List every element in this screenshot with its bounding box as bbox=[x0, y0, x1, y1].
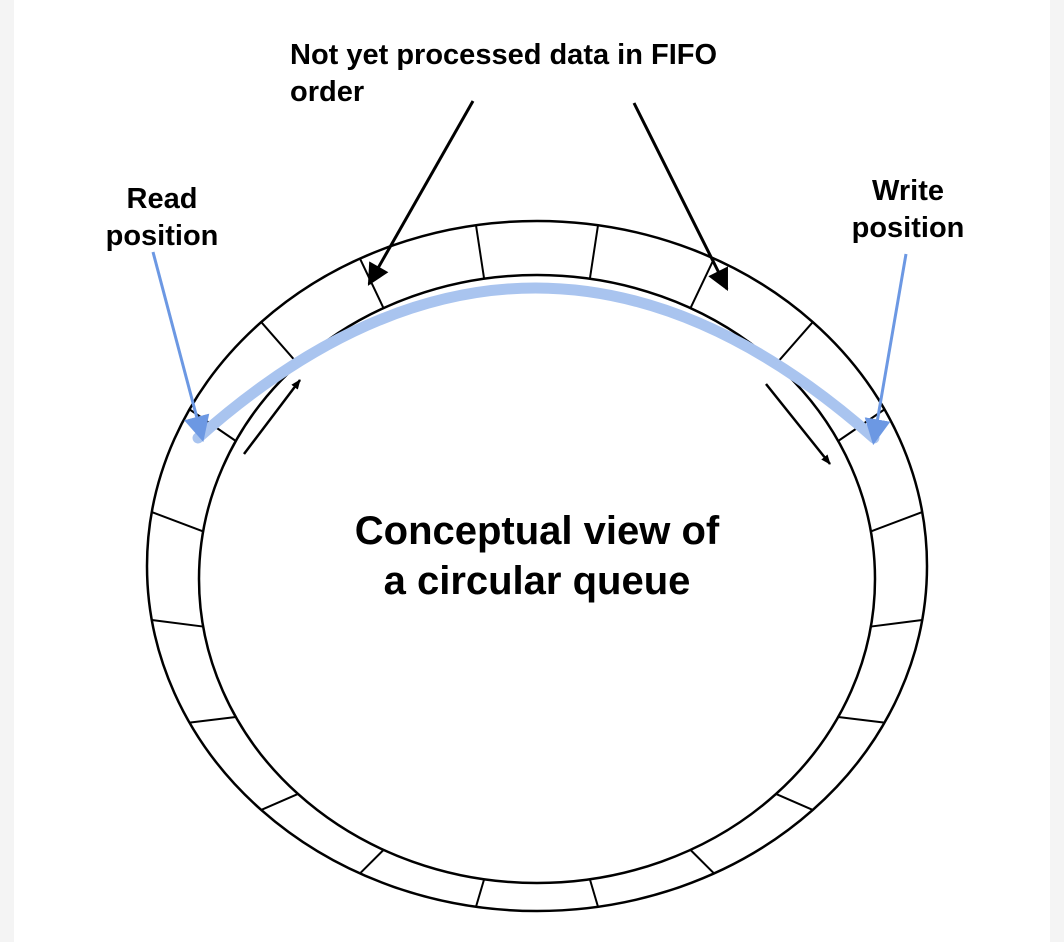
ring-segment-divider bbox=[475, 225, 486, 279]
direction-arrow-left bbox=[243, 379, 301, 455]
write-position-label: Write position bbox=[838, 173, 978, 247]
ring-segment-divider bbox=[189, 716, 236, 724]
ring-segment-divider bbox=[588, 225, 599, 279]
title-line1: Conceptual view of bbox=[354, 509, 720, 553]
left-frame-edge bbox=[0, 0, 14, 942]
unprocessed-data-arc bbox=[192, 282, 880, 444]
ring-segment-divider bbox=[775, 793, 814, 811]
title-line2: a circular queue bbox=[383, 559, 691, 603]
fifo-label-line1: Not yet processed data in FIFO bbox=[290, 39, 718, 71]
diagram-title: Conceptual view of a circular queue bbox=[300, 506, 774, 606]
ring-segment-divider bbox=[475, 878, 486, 908]
fifo-label-line2: order bbox=[290, 76, 365, 108]
ring-inner-boundary bbox=[197, 273, 877, 885]
right-frame-edge bbox=[1050, 0, 1064, 942]
ring-segment-divider bbox=[260, 321, 299, 365]
write-label-line1: Write bbox=[872, 175, 944, 207]
ring-segment-divider bbox=[689, 258, 715, 309]
ring-segment-divider bbox=[260, 793, 299, 811]
read-label-line1: Read bbox=[126, 183, 198, 215]
ring-segment-divider bbox=[689, 849, 715, 875]
ring-segment-divider bbox=[870, 618, 923, 628]
ring-segment-divider bbox=[775, 321, 814, 365]
ring-segment-divider bbox=[151, 618, 204, 628]
read-position-label: Read position bbox=[92, 181, 232, 255]
ring-segment-divider bbox=[359, 849, 385, 875]
fifo-arrow-right bbox=[632, 102, 729, 291]
fifo-arrow-left bbox=[367, 100, 475, 286]
ring-segment-divider bbox=[870, 511, 923, 533]
ring-segment-divider bbox=[838, 716, 885, 724]
ring-segment-divider bbox=[151, 511, 204, 533]
write-position-arrow bbox=[864, 253, 908, 446]
read-label-line2: position bbox=[105, 220, 219, 252]
direction-arrow-right bbox=[765, 383, 831, 465]
fifo-label: Not yet processed data in FIFO order bbox=[290, 37, 810, 111]
ring-segment-divider bbox=[588, 878, 599, 908]
ring-outer-boundary bbox=[145, 219, 929, 913]
read-position-arrow bbox=[151, 251, 210, 443]
write-label-line2: position bbox=[851, 212, 965, 244]
